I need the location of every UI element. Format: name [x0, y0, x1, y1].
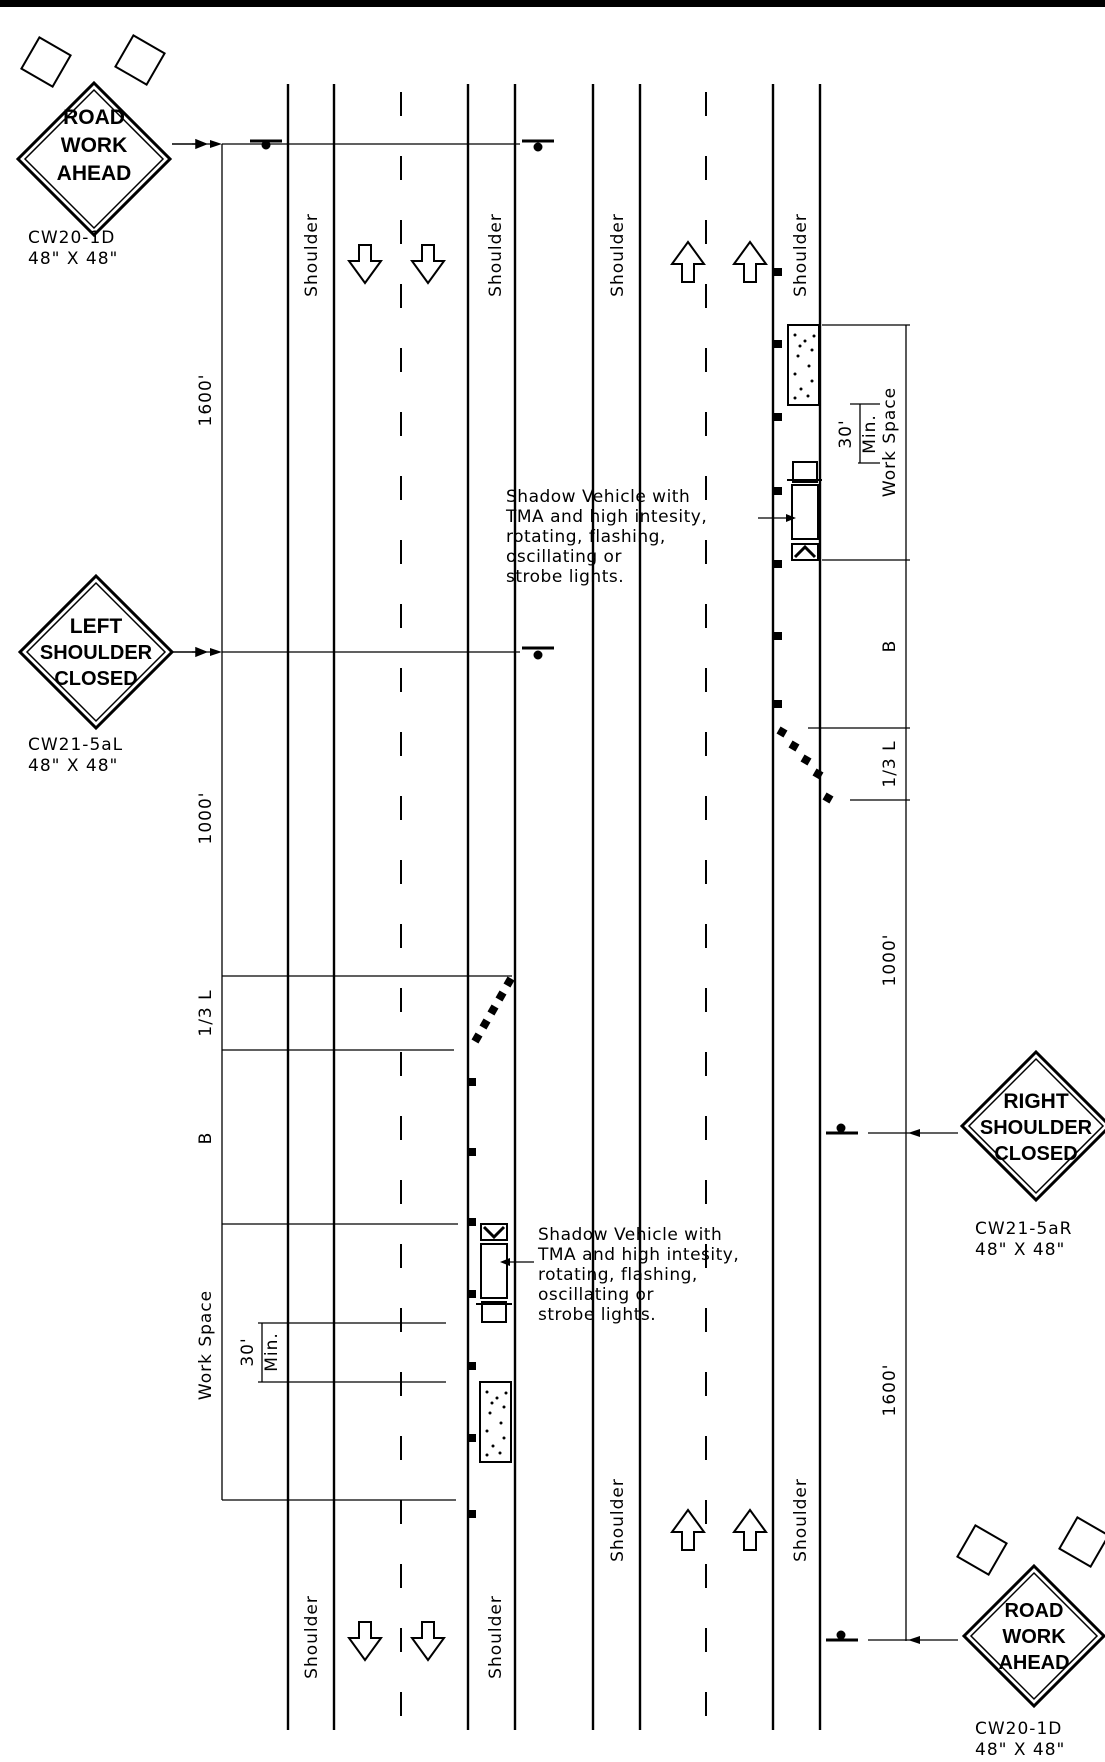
shoulder-label: Shoulder	[486, 213, 506, 297]
sign-code: CW20-1D	[28, 228, 115, 248]
work-area-box	[479, 1381, 512, 1463]
sign-code: CW20-1D	[975, 1719, 1062, 1739]
flag-icon	[956, 1516, 1105, 1576]
diamond-sign-inner	[23, 88, 165, 230]
sign-line-2: WORK	[61, 134, 128, 157]
sign-right-shoulder-closed: RIGHT SHOULDER CLOSED CW21-5aR 48" X 48"	[959, 1049, 1105, 1260]
diamond-sign-inner	[969, 1571, 1099, 1701]
up-arrow-icon	[732, 1508, 768, 1551]
shoulder-label: Shoulder	[608, 1478, 628, 1562]
note-line: Shadow Vehicle with	[506, 487, 690, 507]
work-area-box	[787, 324, 820, 406]
sign-line-1: ROAD	[63, 106, 125, 129]
dimension-1600-right: 1600'	[880, 1364, 900, 1417]
note-line: Shadow Vehicle with	[538, 1225, 722, 1245]
sign-size: 48" X 48"	[975, 1240, 1065, 1260]
sign-code: CW21-5aL	[28, 735, 123, 755]
note-line: strobe lights.	[506, 567, 624, 587]
dimension-30-left: 30'	[238, 1337, 258, 1366]
diamond-sign	[17, 573, 175, 731]
shoulder-label: Shoulder	[302, 213, 322, 297]
work-area-debris	[793, 333, 816, 400]
note-line: rotating, flashing,	[538, 1265, 698, 1285]
note-line: rotating, flashing,	[506, 527, 666, 547]
sign-line-2: SHOULDER	[40, 642, 153, 664]
sign-post-icon	[522, 139, 554, 152]
channelizer-devices	[774, 268, 834, 804]
dimension-1000-right: 1000'	[880, 934, 900, 987]
work-space-right: Work Space	[880, 387, 900, 497]
sign-road-work-ahead-top: ROAD WORK AHEAD CW20-1D 48" X 48"	[15, 34, 173, 269]
shadow-vehicle-icon	[787, 461, 822, 561]
sign-line-3: CLOSED	[994, 1143, 1077, 1165]
diamond-sign-inner	[25, 581, 167, 723]
sign-line-1: LEFT	[70, 615, 123, 638]
sign-road-work-ahead-bottom: ROAD WORK AHEAD CW20-1D 48" X 48"	[956, 1516, 1105, 1760]
sign-size: 48" X 48"	[975, 1740, 1065, 1760]
left-dimension-chain: 1600' 1000' 1/3 L B Work Space 30' Min.	[192, 140, 520, 1501]
up-arrow-icon	[670, 1508, 706, 1551]
note-line: oscillating or	[538, 1285, 654, 1305]
dimension-b-right: B	[880, 640, 900, 653]
dimension-30-right: 30'	[836, 419, 856, 448]
sign-size: 48" X 48"	[28, 756, 118, 776]
shoulder-label: Shoulder	[608, 213, 628, 297]
sign-line-3: AHEAD	[998, 1652, 1069, 1674]
note-line: oscillating or	[506, 547, 622, 567]
diamond-sign	[15, 80, 173, 238]
sign-post-markers	[250, 139, 858, 1642]
shoulder-labels: Shoulder Shoulder Shoulder Shoulder Shou…	[302, 213, 811, 1679]
min-label-right: Min.	[860, 414, 880, 454]
down-arrow-icon	[410, 1621, 446, 1662]
top-border	[0, 0, 1105, 7]
right-dimension-chain: Work Space 30' Min. B 1/3 L 1000' 1600'	[808, 324, 958, 1644]
sign-line-3: AHEAD	[57, 162, 132, 185]
sign-line-2: WORK	[1002, 1626, 1066, 1648]
diamond-sign-inner	[967, 1057, 1105, 1195]
sign-pointer-arrows	[172, 138, 209, 658]
shadow-vehicle-icon	[476, 1223, 512, 1323]
sign-code: CW21-5aR	[975, 1219, 1073, 1239]
right-work-zone	[774, 268, 834, 804]
sign-post-icon	[522, 646, 554, 660]
shoulder-label: Shoulder	[791, 1478, 811, 1562]
sign-post-icon	[826, 1123, 858, 1135]
min-label-left: Min.	[262, 1332, 282, 1372]
up-arrow-icon	[670, 240, 706, 283]
sign-line-2: SHOULDER	[980, 1117, 1093, 1139]
dimension-b-left: B	[196, 1132, 216, 1145]
flag-icon	[20, 34, 166, 88]
note-shadow-vehicle-bottom: Shadow Vehicle with TMA and high intesit…	[500, 1225, 739, 1325]
note-line: strobe lights.	[538, 1305, 656, 1325]
diamond-sign	[959, 1049, 1105, 1203]
sign-size: 48" X 48"	[28, 249, 118, 269]
down-arrow-icon	[347, 1621, 383, 1662]
down-arrow-icon	[410, 244, 446, 285]
note-line: TMA and high intesity,	[505, 507, 707, 527]
dimension-1000-left: 1000'	[196, 792, 216, 845]
channelizer-devices	[468, 976, 515, 1518]
shoulder-label: Shoulder	[302, 1595, 322, 1679]
work-area-debris	[485, 1390, 508, 1457]
dimension-1600-left: 1600'	[196, 374, 216, 427]
up-arrow-icon	[732, 240, 768, 283]
left-work-zone	[468, 976, 515, 1518]
diamond-sign	[961, 1563, 1105, 1709]
sign-left-shoulder-closed: LEFT SHOULDER CLOSED CW21-5aL 48" X 48"	[17, 573, 175, 776]
shoulder-label: Shoulder	[486, 1595, 506, 1679]
down-arrow-icon	[347, 244, 383, 285]
direction-arrows	[347, 240, 768, 1662]
note-shadow-vehicle-top: Shadow Vehicle with TMA and high intesit…	[505, 487, 796, 587]
work-space-left: Work Space	[196, 1290, 216, 1400]
note-line: TMA and high intesity,	[537, 1245, 739, 1265]
shoulder-label: Shoulder	[791, 213, 811, 297]
sign-post-icon	[826, 1630, 858, 1642]
sign-line-3: CLOSED	[54, 668, 137, 690]
sign-line-1: ROAD	[1005, 1600, 1064, 1622]
dimension-third-l-right: 1/3 L	[880, 740, 900, 787]
roadway	[286, 84, 822, 1730]
dimension-third-l-left: 1/3 L	[196, 989, 216, 1036]
sign-line-1: RIGHT	[1003, 1090, 1069, 1113]
